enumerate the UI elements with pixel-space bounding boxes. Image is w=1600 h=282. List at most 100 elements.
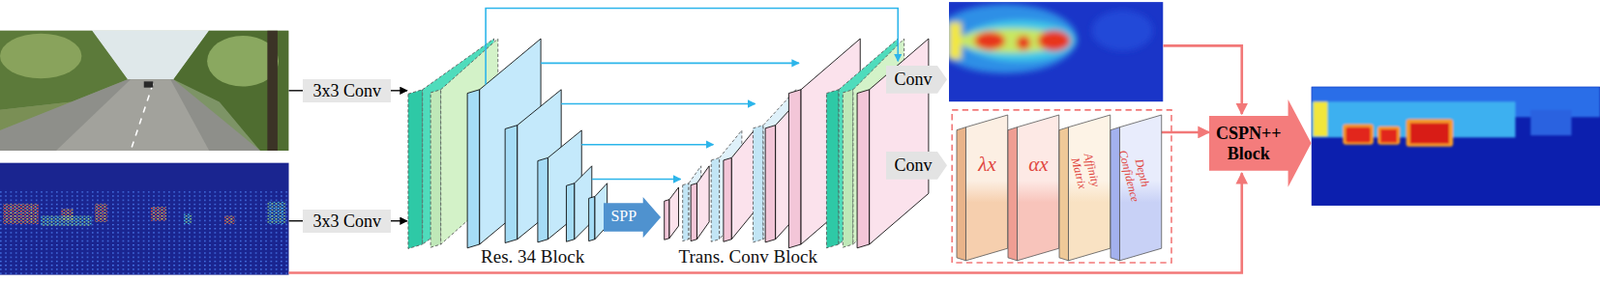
depth-blob — [1406, 118, 1454, 147]
depth-blob — [1016, 35, 1032, 51]
output-map-slab: λx — [956, 115, 1008, 262]
label-holder: Res. 34 Block — [480, 247, 585, 268]
conv-layer-box: 3x3 Conv — [302, 209, 391, 235]
spp-block: SPP — [603, 197, 661, 238]
pentagon-outline — [886, 151, 948, 180]
car — [144, 81, 153, 88]
feature-slab — [664, 187, 680, 240]
output-map-slab: αx — [1007, 115, 1060, 262]
depth-blob — [948, 3, 1077, 74]
output-map-slab: Depth Confidence — [1110, 115, 1162, 262]
output-depth-map — [1310, 87, 1600, 207]
skip-connection — [581, 144, 713, 147]
input-line — [289, 89, 304, 91]
slab-side — [682, 183, 689, 242]
depth-points — [40, 215, 92, 227]
slab-side — [504, 125, 518, 244]
slab-side — [826, 89, 839, 249]
image-ground — [0, 163, 290, 276]
slab-side — [711, 157, 719, 242]
block-label: CSPN++ Block — [1215, 123, 1282, 164]
slab-side — [752, 125, 764, 243]
depth-blob — [1037, 30, 1071, 52]
depth-blob — [974, 31, 1006, 51]
depth-blob — [964, 20, 1077, 61]
block-label: SPP — [610, 207, 637, 226]
slab-side — [408, 89, 423, 250]
depth-blob — [1345, 127, 1370, 144]
block-label: 3x3 Conv — [312, 211, 382, 233]
stage-label: Trans. Conv Block — [678, 247, 817, 268]
slab-face — [731, 130, 754, 240]
tree-trunk — [266, 30, 278, 151]
depth-points — [2, 204, 39, 225]
feature-slab — [690, 166, 710, 242]
road — [0, 79, 261, 151]
slab-side — [1110, 127, 1120, 262]
feature-slab — [565, 166, 592, 242]
depth-blob — [1377, 126, 1400, 146]
block-label: Conv — [894, 69, 933, 90]
map-label: αx — [1028, 152, 1048, 177]
block-label: 3x3 Conv — [312, 81, 382, 102]
slab-side — [1007, 127, 1017, 262]
image-ground — [1310, 87, 1600, 207]
skip-connection — [540, 62, 800, 65]
flow-arrow — [1160, 131, 1210, 135]
block-arrow-outline — [1209, 99, 1311, 188]
skip-connection — [592, 178, 682, 181]
slab-side — [467, 89, 480, 249]
depth-blob — [1380, 129, 1397, 144]
depth-points — [150, 207, 167, 222]
input-line — [289, 220, 304, 222]
sparse-depth-image — [0, 163, 290, 276]
foliage — [0, 33, 82, 79]
lane-mark — [130, 83, 153, 151]
block-label: Conv — [894, 155, 933, 177]
input-arrows — [289, 90, 408, 222]
node-outline — [1007, 115, 1060, 262]
coarse-depth-map — [948, 1, 1164, 102]
depth-points — [0, 191, 290, 275]
feature-slab — [723, 130, 755, 242]
input-arrow — [390, 89, 408, 91]
skip-connection — [485, 7, 898, 85]
conv-head: Conv — [886, 65, 948, 94]
pentagon-outline — [886, 65, 948, 94]
output-group-frame — [951, 110, 1172, 264]
slab-side — [723, 157, 732, 242]
skip-connection — [561, 103, 755, 106]
map-label: λx — [977, 152, 996, 177]
depth-points — [183, 213, 192, 225]
stage-label: Res. 34 Block — [480, 247, 585, 268]
skip-connections — [485, 7, 898, 179]
slab-side — [565, 183, 574, 243]
depth-blob — [1410, 123, 1450, 145]
slab-side — [956, 127, 966, 262]
output-map-slab: Affinity Matrix — [1059, 115, 1111, 262]
slab-side — [788, 89, 801, 249]
slab-face — [966, 115, 1008, 262]
image-ground — [0, 30, 290, 151]
depth-input-arrow — [1163, 45, 1243, 115]
slab-side — [589, 196, 595, 241]
slab-side — [537, 157, 549, 242]
depth-blob — [1092, 10, 1154, 52]
block-arrow-outline — [603, 197, 661, 238]
slab-side — [430, 89, 442, 248]
slab-side — [664, 200, 670, 241]
slab-side — [857, 89, 870, 249]
slab-face — [696, 166, 710, 240]
slab-side — [1059, 127, 1068, 262]
slab-side — [690, 183, 697, 242]
depth-points — [94, 204, 108, 223]
depth-points — [224, 215, 236, 224]
slab-face — [1017, 115, 1060, 262]
node-outline — [956, 115, 1008, 262]
conv-layer-box: 3x3 Conv — [302, 79, 391, 104]
refinement-inputs — [289, 45, 1243, 273]
road-light — [56, 79, 209, 151]
